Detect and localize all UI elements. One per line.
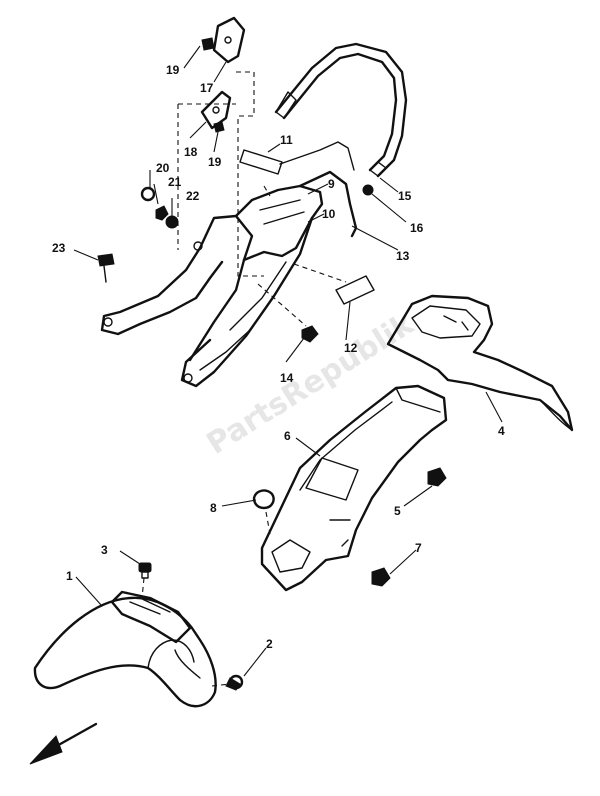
callout-labels: 1 2 3 4 5 6 7 8 9 10 11 12 13 14 15 16 1… <box>52 63 505 651</box>
callout-22: 22 <box>186 189 200 203</box>
rear-frame <box>100 141 358 388</box>
leader-lines <box>73 45 503 677</box>
callout-9: 9 <box>328 177 335 191</box>
callout-14: 14 <box>280 371 294 385</box>
callout-2: 2 <box>266 637 273 651</box>
grommet-14 <box>301 325 319 343</box>
nut-7 <box>371 567 391 587</box>
callout-13: 13 <box>396 249 410 263</box>
collar-22 <box>165 215 179 229</box>
bolt-23 <box>97 253 115 283</box>
callout-7: 7 <box>415 541 422 555</box>
callout-20: 20 <box>156 161 170 175</box>
callout-6: 6 <box>284 429 291 443</box>
front-fender <box>33 590 217 708</box>
callout-1: 1 <box>66 569 73 583</box>
assembly-lines <box>141 71 347 687</box>
decal-11 <box>239 149 283 175</box>
grab-bar <box>274 42 408 178</box>
callout-19-upper: 19 <box>166 63 180 77</box>
callout-19-lower: 19 <box>208 155 222 169</box>
callout-21: 21 <box>168 175 182 189</box>
bracket-18 <box>200 90 232 130</box>
rear-fender <box>386 294 574 432</box>
callout-10: 10 <box>322 207 336 221</box>
callout-16: 16 <box>410 221 424 235</box>
decal-12 <box>335 275 375 305</box>
bolt-16 <box>362 184 374 196</box>
callout-11: 11 <box>280 133 293 147</box>
bolt-3 <box>138 562 152 579</box>
callout-18: 18 <box>184 145 198 159</box>
bolt-19-upper <box>201 37 215 51</box>
nut-21 <box>155 205 169 221</box>
nut-5 <box>427 467 447 487</box>
bolt-19-lower <box>213 121 225 133</box>
washer-20 <box>140 186 156 202</box>
callout-5: 5 <box>394 504 401 518</box>
bolt-2 <box>225 674 244 691</box>
clip-8 <box>252 489 275 510</box>
callout-17: 17 <box>200 81 214 95</box>
front-arrow-icon <box>29 722 98 765</box>
rear-inner-fender <box>260 384 448 592</box>
callout-4: 4 <box>498 424 505 438</box>
callout-15: 15 <box>398 189 412 203</box>
callout-23: 23 <box>52 241 66 255</box>
callout-3: 3 <box>101 543 108 557</box>
bracket-17 <box>212 16 246 64</box>
callout-8: 8 <box>210 501 217 515</box>
callout-12: 12 <box>344 341 358 355</box>
